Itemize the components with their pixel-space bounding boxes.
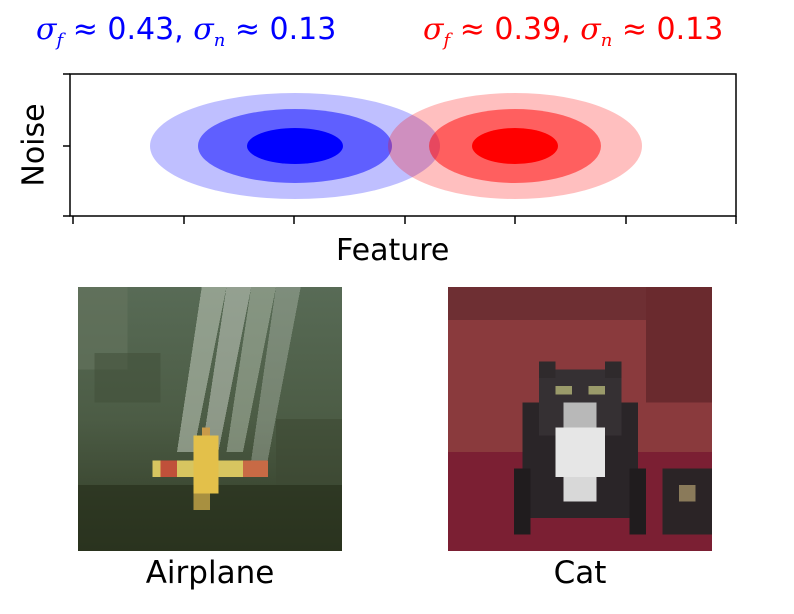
sigma-f-value-left: 0.43 bbox=[107, 12, 175, 47]
plot-frame bbox=[69, 73, 737, 217]
x-axis-label: Feature bbox=[336, 233, 450, 268]
sigma-n-value-right: 0.13 bbox=[656, 12, 724, 47]
title-right: σf ≈ 0.39, σn ≈ 0.13 bbox=[423, 12, 724, 51]
sigma-n-value-left: 0.13 bbox=[269, 12, 337, 47]
y-axis-label: Noise bbox=[16, 103, 52, 187]
caption-airplane: Airplane bbox=[145, 555, 275, 591]
title-left: σf ≈ 0.43, σn ≈ 0.13 bbox=[36, 12, 337, 51]
sigma-f-value-right: 0.39 bbox=[494, 12, 562, 47]
red-ellipse-inner bbox=[472, 128, 558, 164]
y-ticks bbox=[63, 73, 70, 217]
airplane-image bbox=[78, 287, 342, 551]
cat-image bbox=[448, 287, 712, 551]
blue-ellipse-inner bbox=[247, 128, 343, 164]
caption-cat: Cat bbox=[553, 555, 607, 591]
x-ticks bbox=[72, 216, 737, 224]
